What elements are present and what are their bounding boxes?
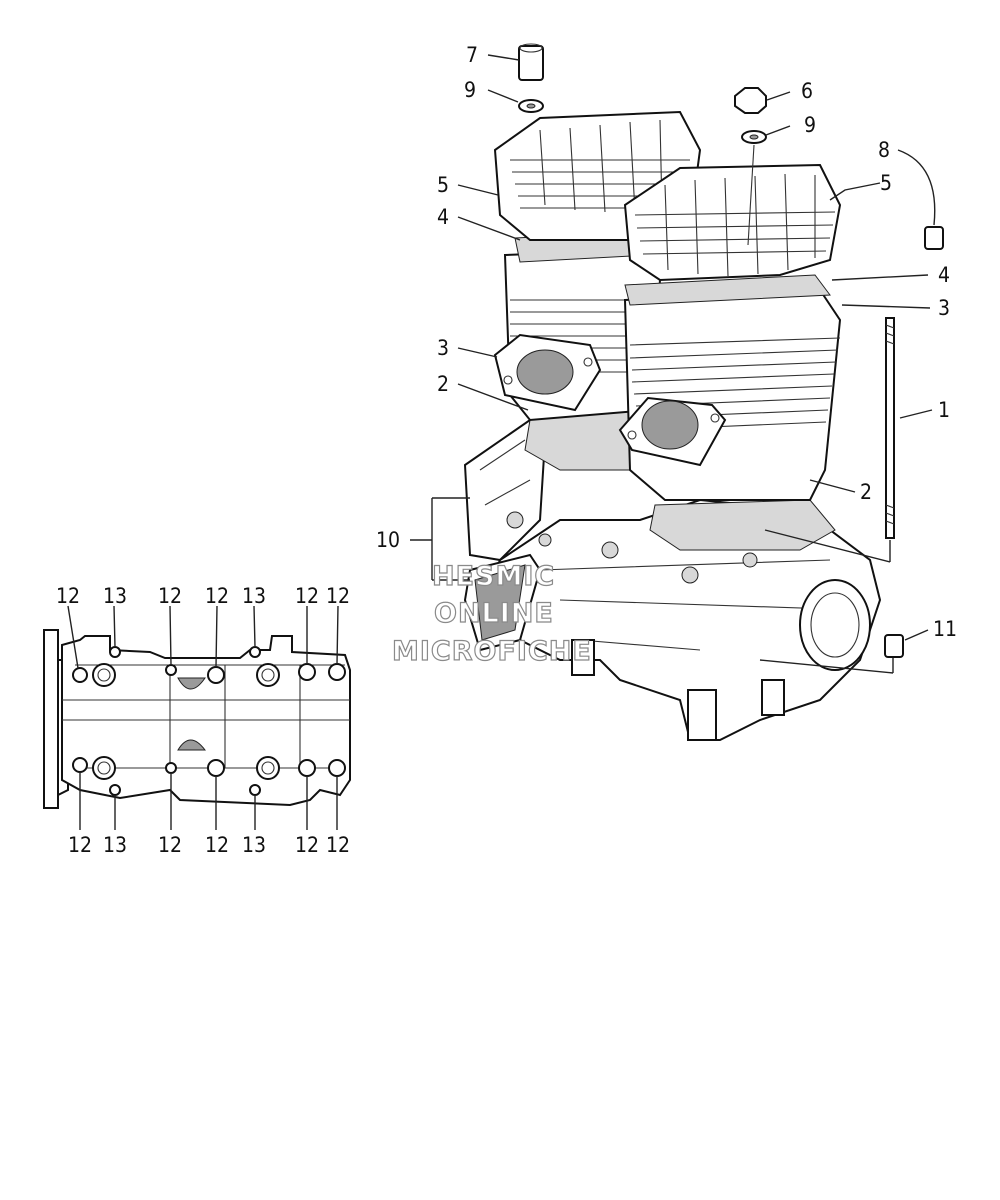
callout-2-right: 2 <box>860 480 872 504</box>
callout-6: 6 <box>801 79 813 103</box>
bottom-top-label: 13 <box>103 584 127 608</box>
bottom-bottom-label: 13 <box>103 833 127 857</box>
callout-9-left: 9 <box>464 78 476 102</box>
callout-2-left: 2 <box>437 372 449 396</box>
front-cylinder <box>618 163 842 551</box>
bottom-bottom-label: 12 <box>68 833 92 857</box>
watermark-line2: ONLINE <box>434 598 554 629</box>
bottom-top-label: 12 <box>326 584 350 608</box>
callout-labels: 7 9 6 9 8 5 5 4 4 3 3 2 1 2 10 11 <box>376 43 957 641</box>
crankcase <box>463 418 882 741</box>
callout-10: 10 <box>376 528 400 552</box>
crankcase-bottom-view <box>43 605 351 830</box>
callout-5-left: 5 <box>437 173 449 197</box>
leader-lines <box>410 54 936 674</box>
callout-11: 11 <box>933 617 957 641</box>
watermark-line1: HESMIC <box>432 561 555 592</box>
callout-9-right: 9 <box>804 113 816 137</box>
bottom-top-label: 13 <box>242 584 266 608</box>
bottom-top-label: 12 <box>295 584 319 608</box>
bottom-bottom-label: 12 <box>295 833 319 857</box>
intake-manifold <box>463 553 542 652</box>
bottom-view-labels: 12 13 12 12 13 12 12 12 13 12 12 13 12 1… <box>56 584 350 857</box>
callout-3-left: 3 <box>437 336 449 360</box>
callout-5-right: 5 <box>880 171 892 195</box>
bottom-top-label: 12 <box>158 584 182 608</box>
callout-8: 8 <box>878 138 890 162</box>
callout-4-left: 4 <box>437 205 449 229</box>
callout-3-right: 3 <box>938 296 950 320</box>
bottom-bottom-label: 13 <box>242 833 266 857</box>
watermark-line3: MICROFICHE <box>392 636 592 667</box>
bottom-bottom-label: 12 <box>205 833 229 857</box>
watermark: HESMIC ONLINE MICROFICHE <box>391 560 592 667</box>
callout-4-right: 4 <box>938 263 950 287</box>
bottom-top-label: 12 <box>205 584 229 608</box>
bottom-bottom-label: 12 <box>158 833 182 857</box>
fasteners <box>518 43 944 658</box>
callout-7: 7 <box>466 43 478 67</box>
bottom-top-label: 12 <box>56 584 80 608</box>
bottom-bottom-label: 12 <box>326 833 350 857</box>
callout-1: 1 <box>938 398 950 422</box>
